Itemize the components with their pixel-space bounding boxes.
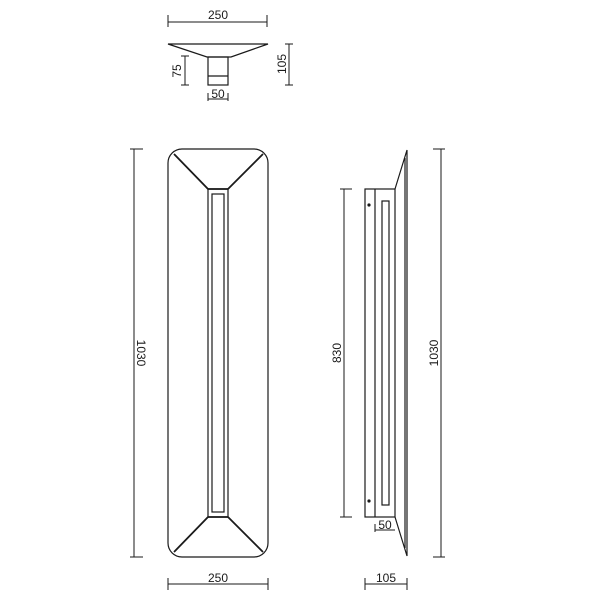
- top-mount-width-label: 50: [211, 87, 225, 101]
- top-view: 250 75 105 50: [167, 8, 293, 101]
- top-width-dimension: 250: [167, 8, 268, 27]
- side-total-height-dimension: 1030: [427, 148, 445, 558]
- front-width-label: 250: [208, 571, 228, 585]
- side-total-depth-label: 105: [376, 571, 396, 585]
- side-view: 830 1030 50 105: [330, 148, 445, 590]
- side-total-depth-dimension: 105: [364, 571, 408, 590]
- side-mount-height-label: 830: [330, 343, 344, 363]
- front-light-slot-outer: [207, 188, 229, 518]
- side-mount-depth-dimension: 50: [374, 518, 395, 532]
- top-shade-plate: [167, 43, 269, 58]
- screw-bottom: [367, 499, 371, 503]
- front-height-label: 1030: [134, 340, 148, 367]
- screw-top: [367, 203, 371, 207]
- side-total-height-label: 1030: [427, 339, 441, 366]
- side-mount-depth-label: 50: [378, 518, 392, 532]
- side-light-channel: [381, 200, 390, 506]
- top-mount-width-dimension: 50: [207, 87, 229, 101]
- top-total-depth-dimension: 105: [275, 43, 293, 86]
- side-mount-height-dimension: 830: [330, 188, 352, 518]
- front-height-dimension: 1030: [130, 148, 148, 558]
- front-width-dimension: 250: [167, 571, 269, 590]
- top-total-depth-label: 105: [275, 54, 289, 74]
- top-mount-block: [207, 56, 229, 86]
- front-light-slot-inner: [211, 193, 225, 513]
- side-shade-plate: [394, 149, 408, 557]
- front-view: 1030 250: [130, 148, 269, 590]
- front-panel-outline: [167, 148, 269, 558]
- top-mount-depth-dimension: 75: [170, 55, 189, 86]
- side-mount-bracket: [364, 188, 396, 518]
- top-width-label: 250: [208, 8, 228, 22]
- top-mount-depth-label: 75: [170, 64, 184, 78]
